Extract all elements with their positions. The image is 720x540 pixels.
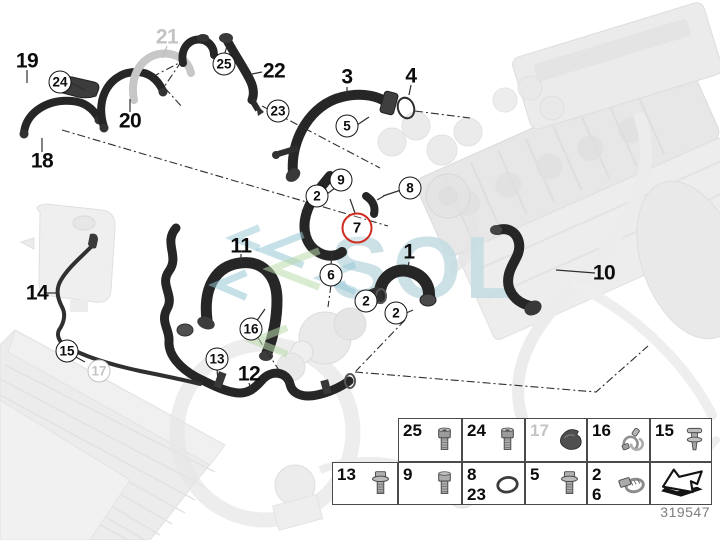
hose-21-faded [128,49,195,104]
hose-22 [222,35,258,105]
hose-14 [55,244,202,386]
hose-1 [373,264,436,304]
hoses [19,33,542,401]
image-number: 319547 [660,504,710,520]
watermark-chevrons [208,224,357,358]
hose-3 [287,89,393,178]
o-ring-4-outline [396,96,416,120]
hose-14-lower [160,223,237,397]
part-19 [54,76,100,99]
hose-11 [200,257,283,359]
hose-18 [20,96,103,137]
engine-stub [362,192,379,218]
hose-10 [493,224,535,311]
